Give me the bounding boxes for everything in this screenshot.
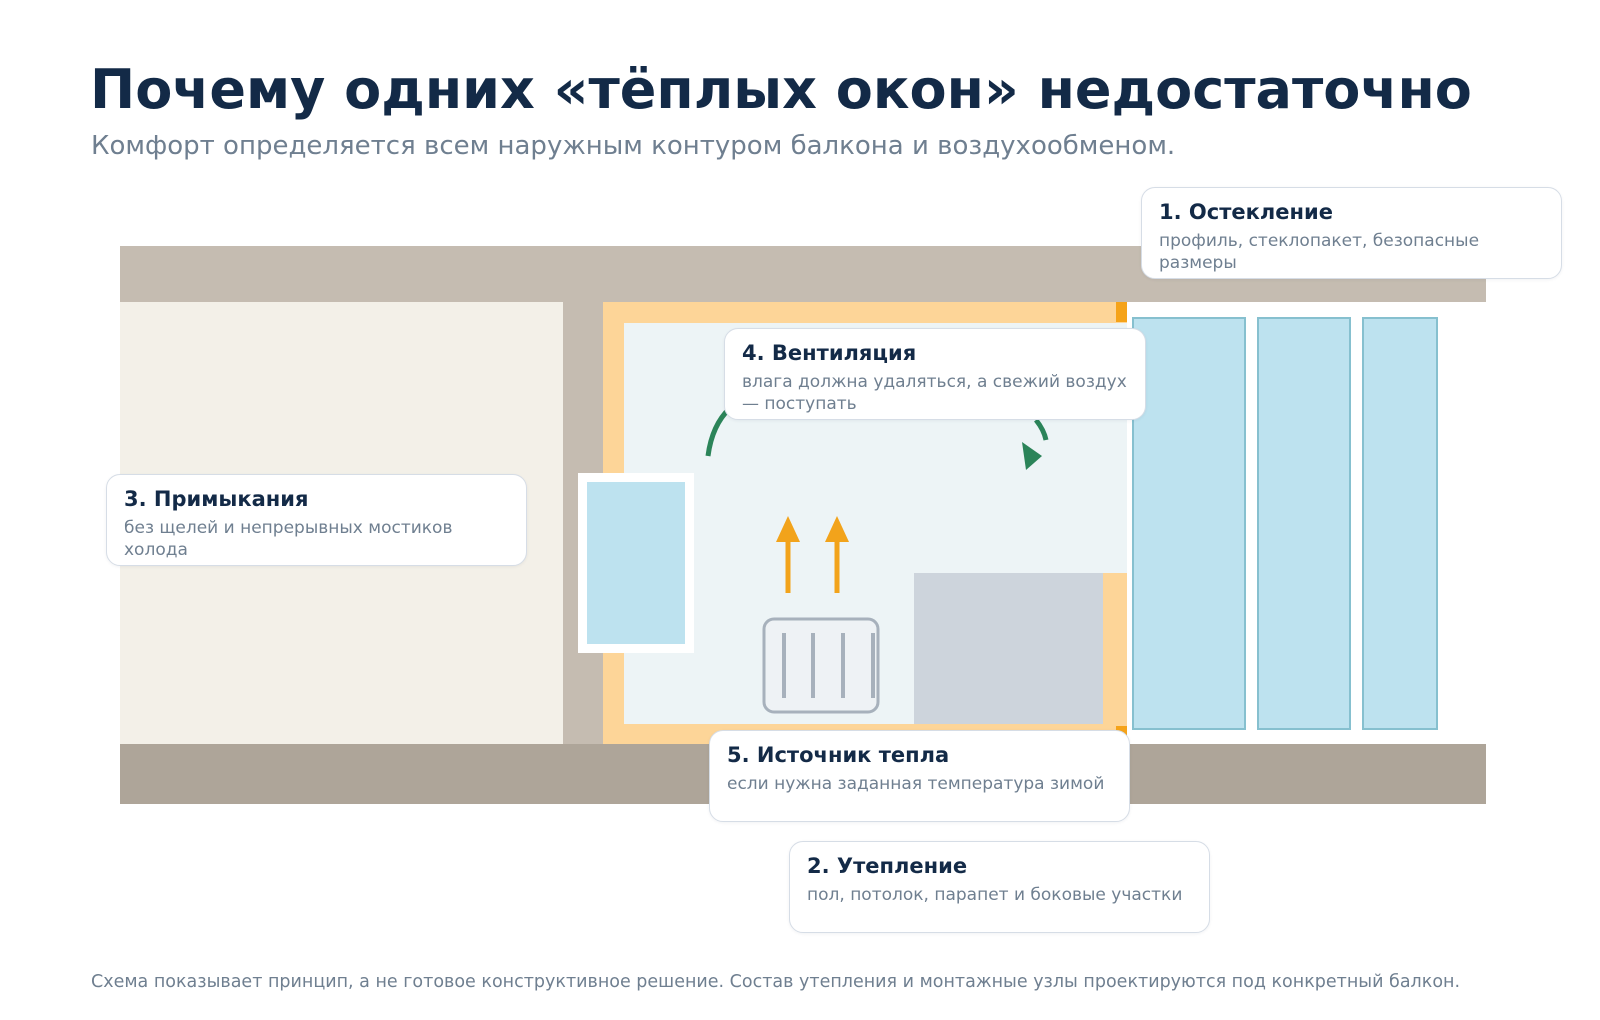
callout-insulation: 2. Утепление пол, потолок, парапет и бок… (789, 841, 1210, 933)
callout-glazing: 1. Остекление профиль, стеклопакет, безо… (1141, 187, 1562, 279)
glazing-pane-1 (1132, 317, 1246, 730)
heat-arrow-icon (825, 516, 849, 593)
radiator-icon (762, 617, 880, 714)
callout-ventilation-title: 4. Вентиляция (742, 341, 917, 365)
page-title: Почему одних «тёплых окон» недостаточно (90, 58, 1472, 121)
callout-ventilation: 4. Вентиляция влага должна удаляться, а … (724, 328, 1146, 420)
vent-arrow-icon (1022, 418, 1049, 470)
balcony-door-glass (587, 482, 685, 644)
page-subtitle: Комфорт определяется всем наружным конту… (91, 131, 1176, 161)
callout-joints-title: 3. Примыкания (124, 487, 309, 511)
glazing-pane-2 (1257, 317, 1351, 730)
callout-glazing-text: профиль, стеклопакет, безопасные размеры (1159, 231, 1480, 273)
glazing-pane-3 (1362, 317, 1438, 730)
heat-arrow-icon (776, 516, 800, 593)
callout-glazing-title: 1. Остекление (1159, 200, 1333, 224)
callout-joints-text: без щелей и непрерывных мостиков холода (124, 518, 453, 560)
callout-insulation-text: пол, потолок, парапет и боковые участки (807, 885, 1183, 905)
callout-joints: 3. Примыкания без щелей и непрерывных мо… (106, 474, 527, 566)
callout-heat-source: 5. Источник тепла если нужна заданная те… (709, 730, 1130, 822)
furniture-block (914, 573, 1103, 724)
side-insulation (1103, 573, 1127, 724)
callout-ventilation-text: влага должна удаляться, а свежий воздух … (742, 372, 1127, 414)
callout-heat-source-title: 5. Источник тепла (727, 743, 950, 767)
callout-insulation-title: 2. Утепление (807, 854, 968, 878)
callout-heat-source-text: если нужна заданная температура зимой (727, 774, 1105, 794)
footnote: Схема показывает принцип, а не готовое к… (91, 972, 1461, 992)
